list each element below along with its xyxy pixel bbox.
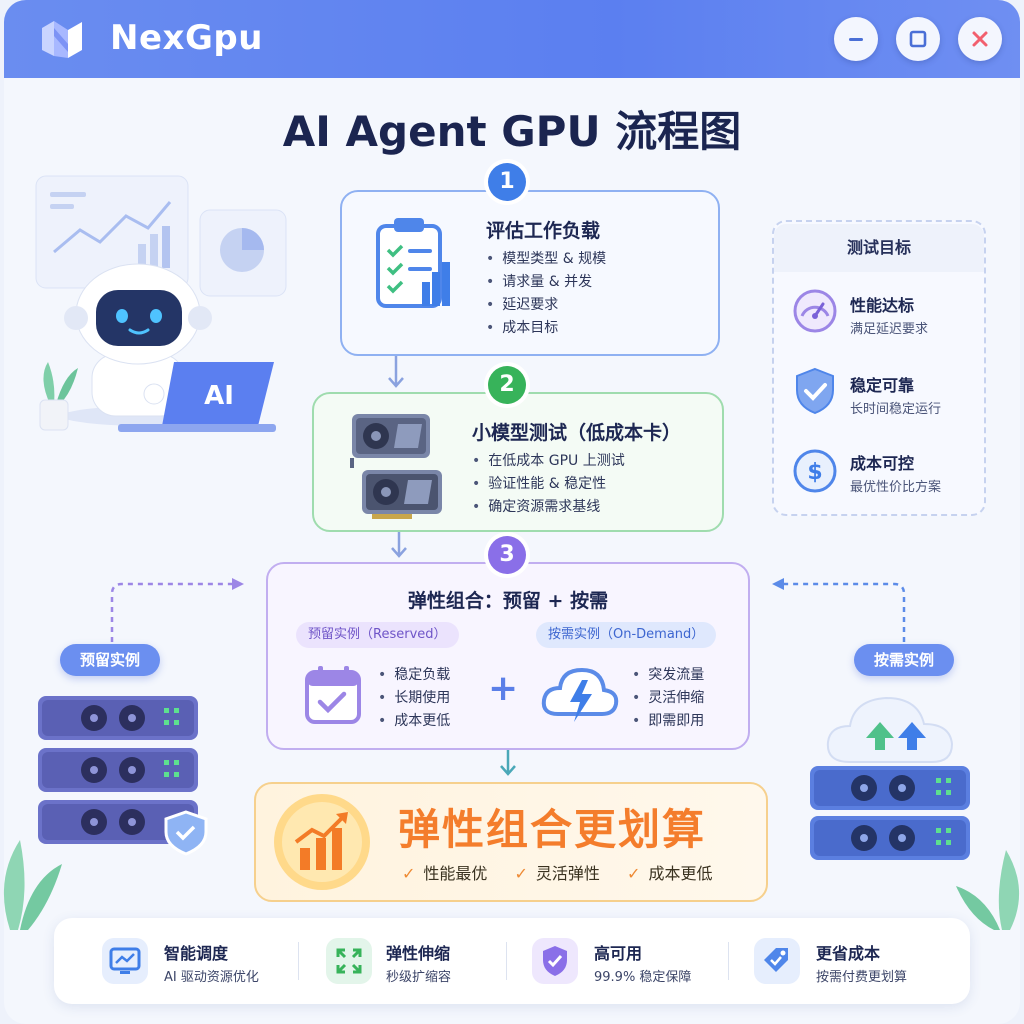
arrow-down-icon (500, 750, 516, 776)
minimize-button[interactable] (834, 17, 878, 61)
title-bar: NexGpu (4, 0, 1020, 78)
server-stack-icon (38, 696, 208, 856)
price-tag-icon (754, 938, 800, 984)
close-icon (972, 31, 988, 47)
step2-number: 2 (488, 366, 526, 404)
monitor-chart-icon (102, 938, 148, 984)
nexgpu-logo-icon (42, 21, 82, 58)
laptop-ai-label: AI (204, 381, 234, 411)
feature-sub: AI 驱动资源优化 (164, 970, 259, 985)
plant-decoration-icon (3, 840, 62, 930)
ondemand-bullets: 突发流量 灵活伸缩 即需即用 (632, 664, 704, 733)
step3-card: 弹性组合：预留 + 按需 预留实例（Reserved） 按需实例（On-Dema… (266, 562, 750, 750)
cloud-server-icon (810, 696, 970, 860)
shield-check-icon (532, 938, 578, 984)
dashed-arrow-icon (772, 578, 906, 642)
step1-card: 评估工作负载 模型类型 & 规模 请求量 & 并发 延迟要求 成本目标 (340, 190, 720, 356)
feature-sub: 按需付费更划算 (816, 970, 908, 985)
close-button[interactable] (958, 17, 1002, 61)
plus-sign: + (488, 668, 519, 709)
step1-bullets: 模型类型 & 规模 请求量 & 并发 延迟要求 成本目标 (486, 248, 606, 340)
test-goals-panel: 测试目标 性能达标 满足延迟要求 稳定可靠 长时间稳定运行 $ 成本可控 最优性… (772, 220, 986, 516)
check-item: 性能最优 (402, 864, 487, 883)
speedometer-icon (793, 289, 837, 333)
divider (298, 942, 299, 980)
step3-number: 3 (488, 536, 526, 574)
step3-title: 弹性组合：预留 + 按需 (407, 590, 609, 612)
gpu-cards-icon (350, 414, 442, 519)
check-item: 成本更低 (627, 864, 712, 883)
clipboard-checklist-icon (376, 218, 450, 308)
check-item: 灵活弹性 (515, 864, 600, 883)
goal-title: 成本可控 (850, 454, 915, 473)
step1-title: 评估工作负载 (486, 220, 601, 242)
divider (728, 942, 729, 980)
calendar-check-icon (305, 666, 361, 724)
step2-bullets: 在低成本 GPU 上测试 验证性能 & 稳定性 确定资源需求基线 (472, 450, 624, 519)
expand-arrows-icon (326, 938, 372, 984)
test-goals-heading: 测试目标 (774, 224, 984, 272)
goal-sub: 长时间稳定运行 (850, 402, 942, 417)
slogan-text: 弹性组合更划算 (398, 805, 707, 854)
reserved-bullets: 稳定负载 长期使用 成本更低 (378, 664, 450, 733)
arrow-down-icon (391, 532, 407, 558)
goal-title: 稳定可靠 (850, 376, 915, 395)
slogan-checks: 性能最优 灵活弹性 成本更低 (402, 860, 734, 884)
ondemand-pill: 按需实例（On-Demand） (536, 622, 717, 648)
step1-number: 1 (488, 163, 526, 201)
goal-title: 性能达标 (850, 296, 915, 315)
brand-name: NexGpu (110, 18, 263, 58)
feature-title: 智能调度 (164, 944, 229, 963)
feature-title: 弹性伸缩 (386, 944, 451, 963)
reserved-instance-tag: 预留实例 (60, 644, 160, 676)
shield-check-icon (796, 367, 834, 415)
growth-chart-icon (274, 794, 370, 890)
maximize-icon (909, 30, 927, 48)
feature-sub: 秒级扩缩容 (386, 970, 452, 985)
result-card (254, 782, 768, 902)
reserved-pill: 预留实例（Reserved） (296, 622, 459, 648)
maximize-button[interactable] (896, 17, 940, 61)
feature-sub: 99.9% 稳定保障 (594, 970, 692, 985)
minimize-icon (849, 38, 863, 41)
plant-decoration-icon (956, 850, 1020, 930)
step2-card: 小模型测试（低成本卡） 在低成本 GPU 上测试 验证性能 & 稳定性 确定资源… (312, 392, 724, 532)
arrow-down-icon (388, 356, 404, 388)
divider (506, 942, 507, 980)
feature-title: 更省成本 (816, 944, 881, 963)
cloud-lightning-icon (541, 667, 619, 722)
dollar-icon: $ (793, 449, 837, 493)
svg-text:$: $ (807, 460, 822, 485)
goal-sub: 满足延迟要求 (850, 322, 929, 337)
feature-title: 高可用 (594, 944, 643, 963)
step2-title: 小模型测试（低成本卡） (472, 422, 682, 444)
robot-illustration: AI (35, 175, 287, 432)
goal-sub: 最优性价比方案 (850, 480, 942, 495)
page-title: AI Agent GPU 流程图 (282, 107, 742, 156)
features-bar: 智能调度 AI 驱动资源优化 弹性伸缩 秒级扩缩容 高可用 99.9% 稳定保障… (54, 918, 970, 1004)
dashed-arrow-icon (110, 578, 244, 642)
ondemand-instance-tag: 按需实例 (854, 644, 954, 676)
